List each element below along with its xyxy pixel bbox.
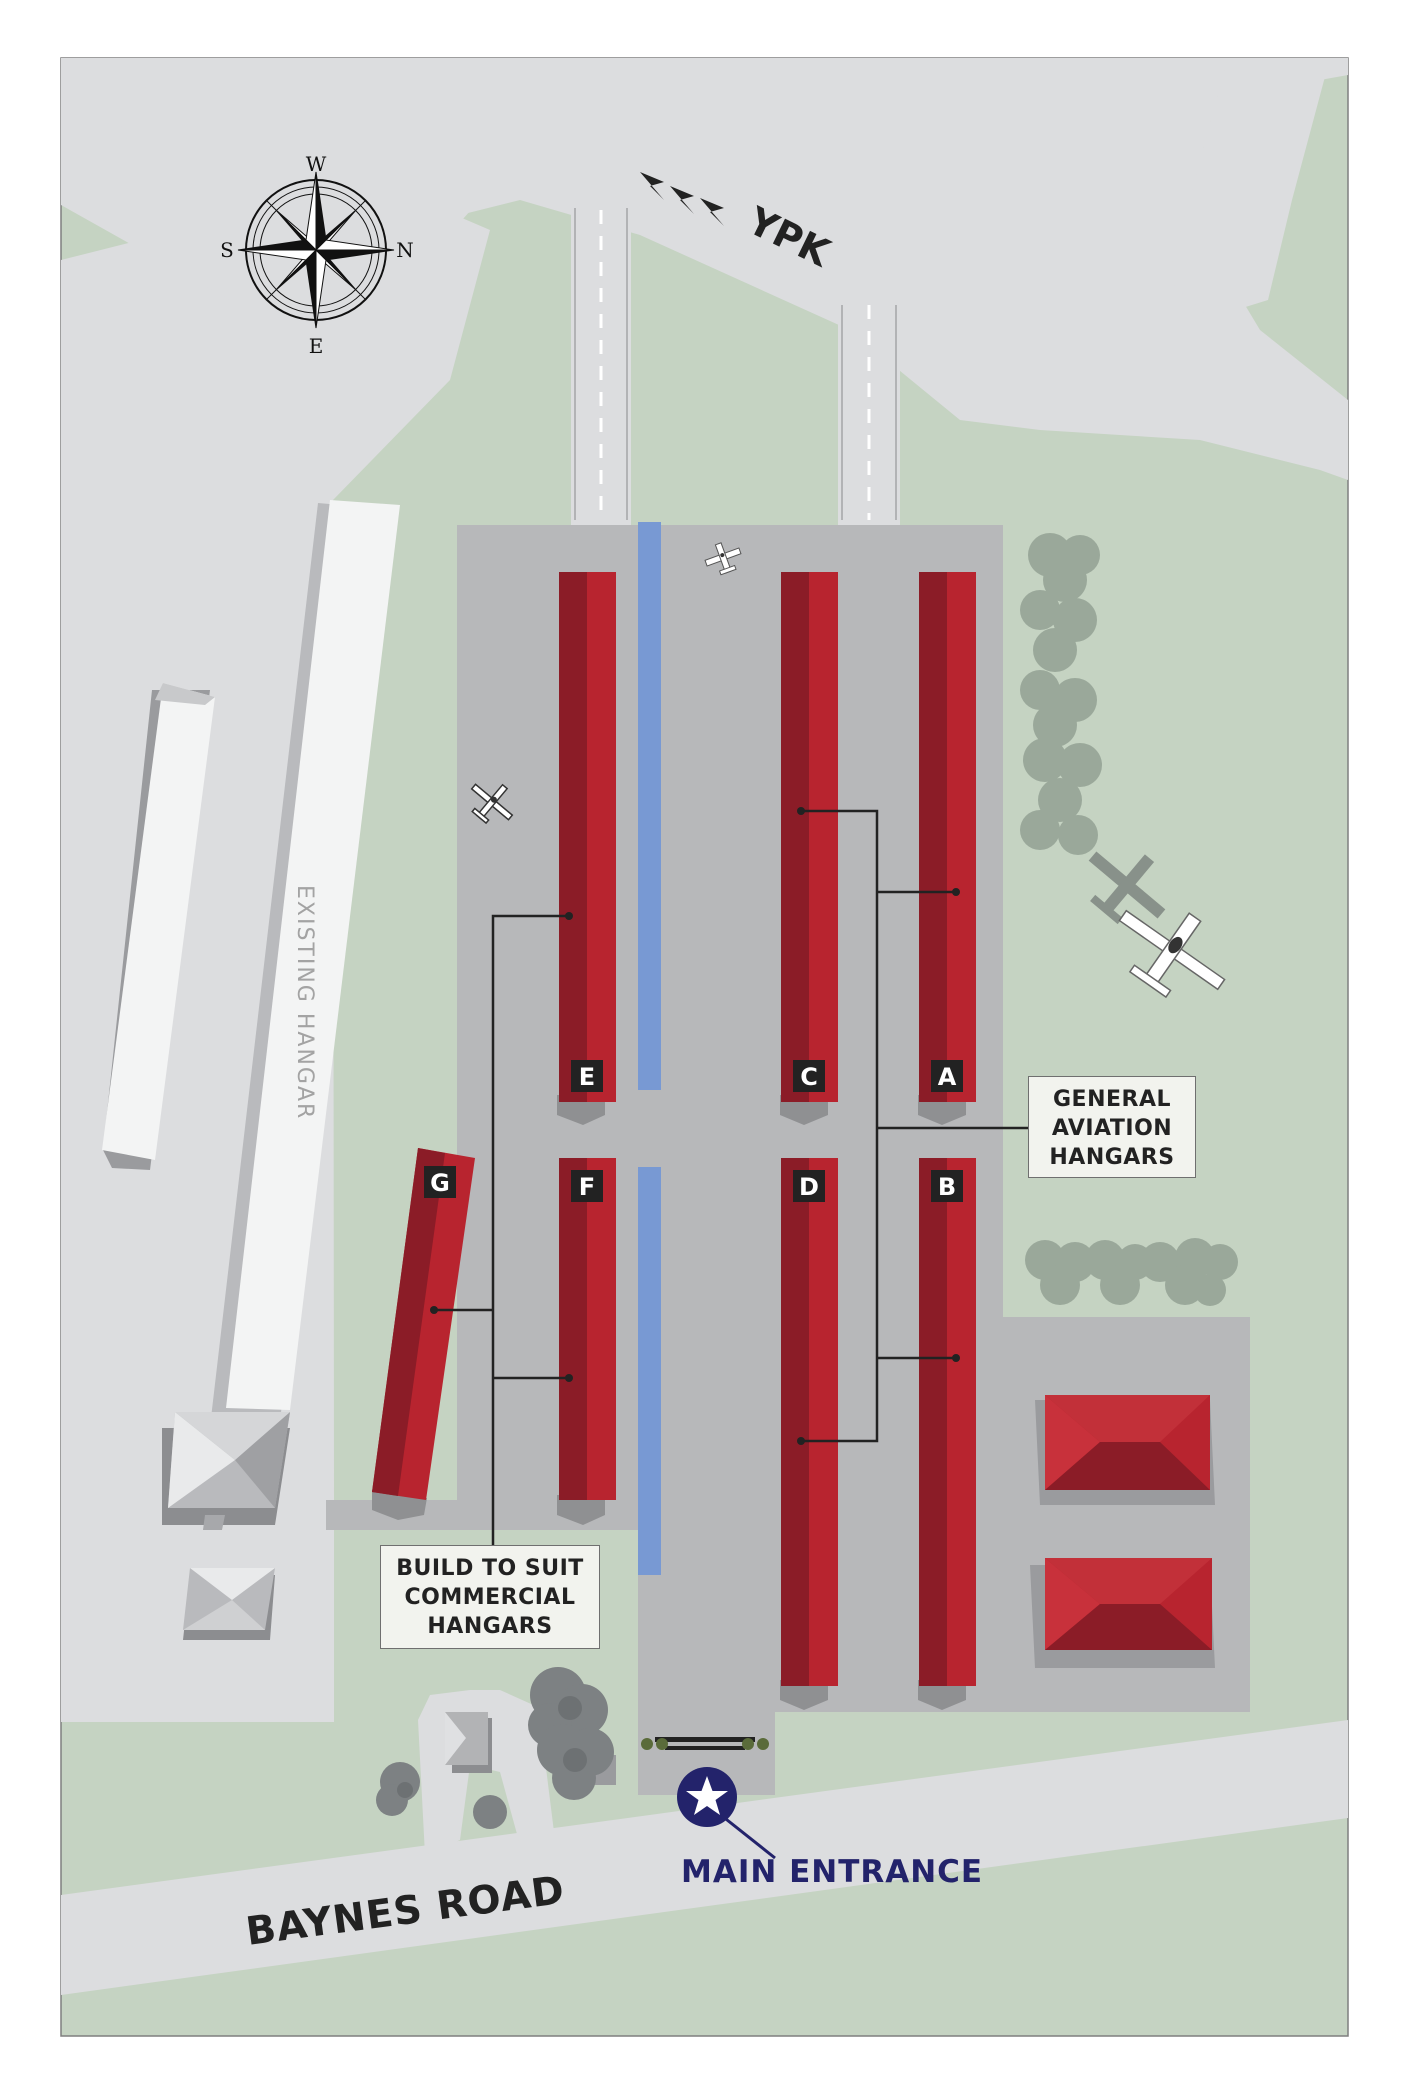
hangar-label-d: D bbox=[799, 1173, 819, 1201]
taxi-stripe-bottom bbox=[638, 1167, 661, 1575]
main-entrance-marker[interactable] bbox=[677, 1767, 776, 1860]
compass-south: S bbox=[220, 238, 234, 262]
hangar-shadows bbox=[372, 1095, 966, 1710]
leader-lines bbox=[434, 809, 1028, 1545]
hangar-a[interactable] bbox=[919, 572, 976, 1102]
taxi-stripe-top bbox=[638, 522, 661, 1090]
hangar-f[interactable] bbox=[559, 1158, 616, 1500]
compass-east: E bbox=[309, 334, 324, 358]
general-aviation-callout: GENERAL AVIATION HANGARS bbox=[1028, 1076, 1196, 1178]
compass-rose: W E S N bbox=[220, 152, 414, 358]
hangar-label-g: G bbox=[430, 1169, 450, 1197]
callout-line: COMMERCIAL bbox=[404, 1585, 576, 1610]
callout-line: GENERAL bbox=[1052, 1087, 1171, 1112]
hangar-d[interactable] bbox=[781, 1158, 838, 1686]
hangar-label-b: B bbox=[938, 1173, 956, 1201]
hangar-label-f: F bbox=[579, 1173, 595, 1201]
existing-hangar bbox=[162, 500, 400, 1640]
taxiway-centerlines bbox=[599, 210, 871, 520]
existing-hangar-label: EXISTING HANGAR bbox=[292, 885, 317, 1120]
build-to-suit-callout: BUILD TO SUIT COMMERCIAL HANGARS bbox=[380, 1545, 600, 1649]
hangar-label-e: E bbox=[579, 1063, 595, 1091]
callout-line: HANGARS bbox=[427, 1614, 553, 1639]
hangar-g[interactable] bbox=[372, 1148, 475, 1500]
compass-north: N bbox=[396, 238, 414, 262]
callout-line: HANGARS bbox=[1049, 1145, 1175, 1170]
compass-west: W bbox=[306, 152, 327, 176]
commercial-hangar-2[interactable] bbox=[1030, 1558, 1215, 1668]
callout-line: BUILD TO SUIT bbox=[396, 1556, 584, 1581]
main-entrance-label: MAIN ENTRANCE bbox=[681, 1854, 983, 1890]
trees bbox=[376, 533, 1238, 1829]
existing-small-hangar bbox=[102, 683, 215, 1170]
entrance-gate bbox=[641, 1737, 769, 1750]
commercial-hangar-1[interactable] bbox=[1035, 1395, 1215, 1505]
hangar-e[interactable] bbox=[559, 572, 616, 1102]
hangar-label-c: C bbox=[800, 1063, 818, 1091]
ypk-arrows bbox=[640, 172, 724, 226]
hangar-b[interactable] bbox=[919, 1158, 976, 1686]
hangar-c[interactable] bbox=[781, 572, 838, 1102]
hangar-label-a: A bbox=[938, 1063, 957, 1091]
hangar-badges: E C A F D B G bbox=[424, 1060, 963, 1202]
aircraft-icons bbox=[470, 542, 1226, 999]
callout-line: AVIATION bbox=[1051, 1116, 1173, 1141]
